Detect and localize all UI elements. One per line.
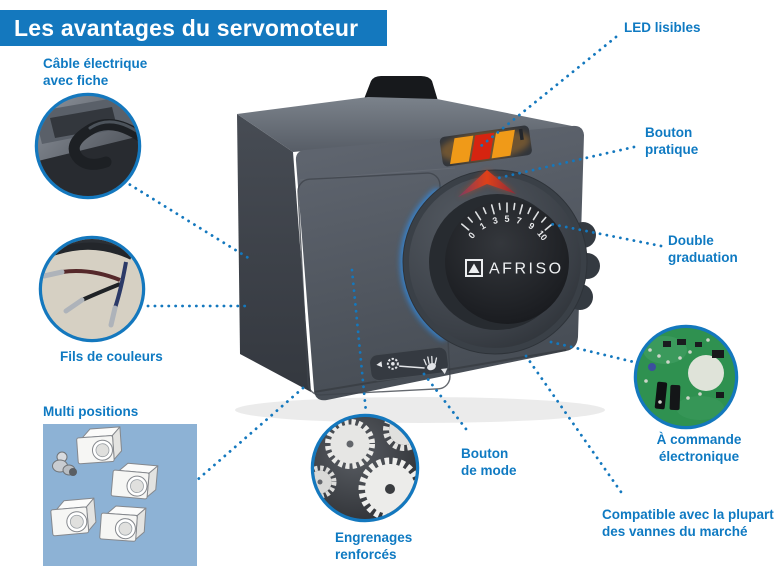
callout-line-multi — [194, 386, 305, 483]
dial-face — [445, 200, 569, 324]
callout-label-electronic: À commande électronique — [656, 432, 742, 464]
brand-logo-triangle-icon — [468, 263, 480, 273]
device-left-face — [237, 114, 311, 392]
dial-number: 7 — [515, 215, 522, 226]
multi-positions-image — [43, 424, 197, 566]
page-title: Les avantages du servomoteur — [14, 15, 359, 41]
callout-label-mode: Bouton de mode — [461, 446, 517, 478]
manual-arrow-icon — [440, 368, 448, 375]
gear-icon — [386, 357, 399, 370]
callout-line-compatible — [524, 354, 623, 494]
callout-lines — [122, 35, 663, 494]
title-banner: Les avantages du servomoteur — [0, 10, 387, 46]
callout-label-gears: Engrenages renforcés — [335, 530, 413, 562]
device-top-face — [237, 97, 577, 152]
dial-number: 0 — [466, 230, 477, 240]
hand-icon — [423, 355, 438, 371]
brand-logo-text: AFRISO — [489, 261, 564, 278]
auto-arrow-icon — [376, 361, 383, 368]
callout-line-cable — [122, 179, 252, 261]
servomotor-illustration: 0 1 3 5 7 9 10 AFRISO — [235, 76, 605, 423]
led-indicator — [439, 125, 532, 167]
cable-photo — [34, 92, 142, 200]
dial-number: 1 — [478, 220, 488, 231]
led-stripe-orange-1 — [450, 135, 474, 165]
callout-label-multi: Multi positions — [43, 404, 139, 419]
dial-number: 3 — [491, 215, 498, 226]
callout-label-compatible: Compatible avec la plupart des vannes du… — [602, 507, 774, 539]
callout-label-cable: Câble électrique avec fiche — [43, 56, 148, 88]
led-stripe-red — [470, 132, 495, 162]
wires-photo — [38, 235, 146, 343]
dial-graduation-numbers: 0 1 3 5 7 9 10 — [466, 214, 549, 242]
callout-label-led: LED lisibles — [624, 20, 701, 35]
callout-label-button: Bouton pratique — [645, 125, 699, 157]
dial-number: 9 — [527, 220, 537, 231]
dial-number: 10 — [535, 228, 549, 242]
callout-label-wires: Fils de couleurs — [60, 349, 163, 364]
callout-label-graduation: Double graduation — [668, 233, 738, 265]
dial-graduation-ticks — [460, 202, 554, 231]
callout-line-electronic — [549, 340, 636, 364]
brand-logo: AFRISO — [465, 259, 564, 278]
valve-icon — [52, 451, 77, 476]
top-handle — [364, 76, 438, 101]
callout-line-led — [479, 35, 618, 148]
callout-line-mode — [422, 372, 468, 431]
device-shadow — [235, 397, 605, 423]
led-stripe-orange-2 — [491, 129, 515, 159]
dial-number: 5 — [504, 214, 509, 224]
gears-photo — [310, 413, 420, 523]
mode-button — [369, 346, 449, 382]
pcb-photo — [633, 324, 739, 430]
rotary-knob: 0 1 3 5 7 9 10 AFRISO — [400, 169, 600, 355]
callout-line-graduation — [544, 221, 663, 248]
